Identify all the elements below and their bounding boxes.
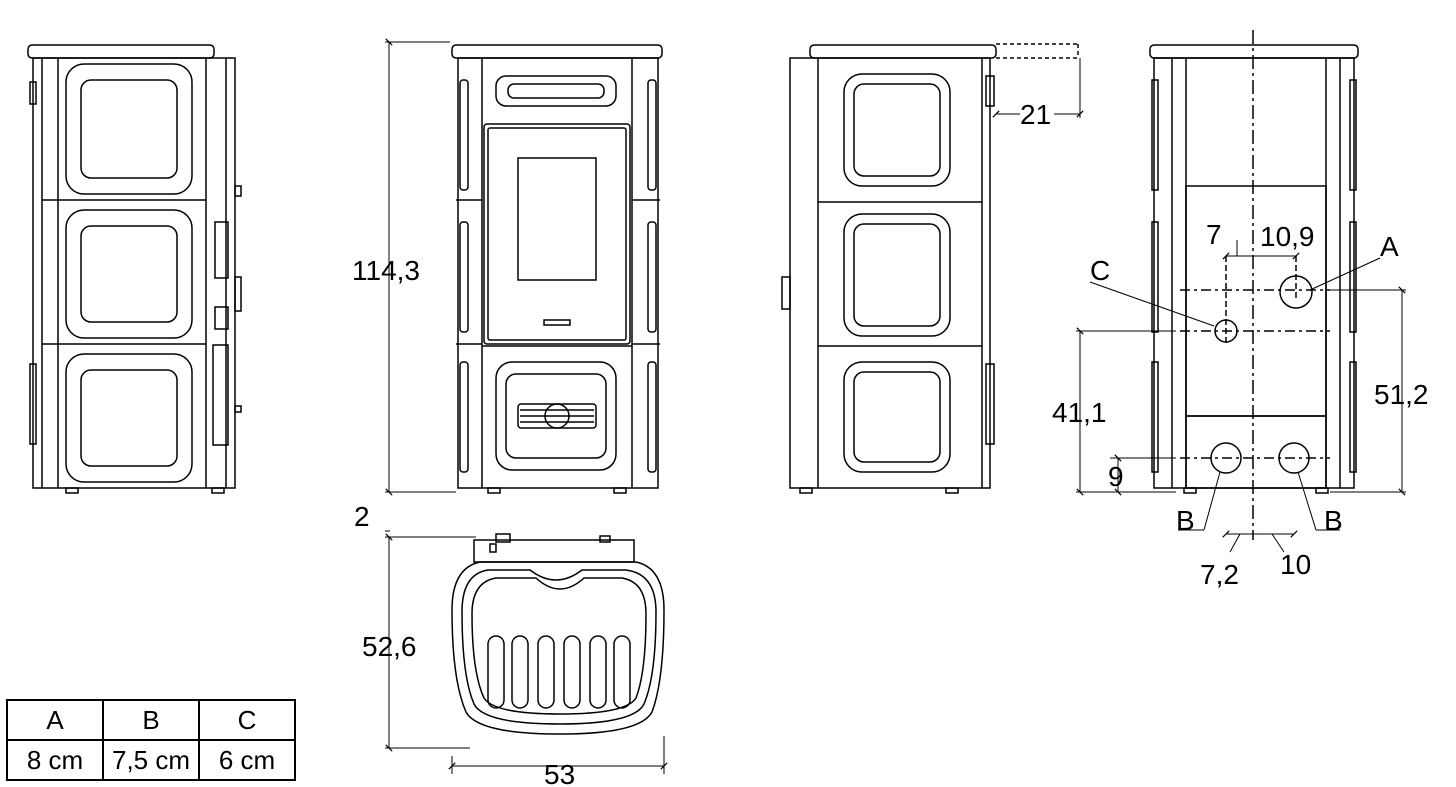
table-cell-a: 8 cm (6, 739, 104, 781)
dimension-lines (385, 38, 1406, 774)
label-a: A (1380, 231, 1399, 262)
dim-horiz-c-center: 7 (1206, 219, 1222, 250)
top-view (451, 533, 665, 735)
table-header-c: C (198, 699, 296, 741)
connection-size-table: A B C 8 cm 7,5 cm 6 cm (6, 699, 296, 781)
dim-width-total: 53 (544, 759, 575, 787)
table-header-row: A B C (6, 699, 296, 741)
label-b-right: B (1324, 505, 1343, 536)
dim-height-c: 41,1 (1052, 397, 1107, 428)
connection-b-left (1210, 442, 1242, 474)
side-view-left (27, 44, 242, 494)
dim-depth-total: 52,6 (362, 631, 417, 662)
side-view-right (781, 43, 1079, 494)
dim-top-offset: 2 (354, 501, 370, 532)
table-header-b: B (102, 699, 200, 741)
dim-horiz-b-left: 7,2 (1200, 559, 1239, 590)
table-row: 8 cm 7,5 cm 6 cm (6, 739, 296, 781)
dim-height-total: 114,3 (352, 255, 420, 286)
table-header-a: A (6, 699, 104, 741)
dim-horiz-center-a: 10,9 (1260, 221, 1315, 252)
label-b-left: B (1176, 505, 1195, 536)
label-c: C (1090, 255, 1110, 286)
connection-c (1214, 319, 1238, 343)
rear-view (1149, 30, 1359, 540)
dim-height-b: 9 (1108, 461, 1124, 492)
table-cell-c: 6 cm (198, 739, 296, 781)
table-cell-b: 7,5 cm (102, 739, 200, 781)
dim-horiz-b-right: 10 (1280, 549, 1311, 580)
connection-b-right (1278, 442, 1310, 474)
front-view (451, 44, 663, 494)
dim-flue-rear-offset: 21 (1020, 99, 1051, 130)
connection-a (1279, 275, 1313, 309)
dim-height-a: 51,2 (1374, 379, 1429, 410)
